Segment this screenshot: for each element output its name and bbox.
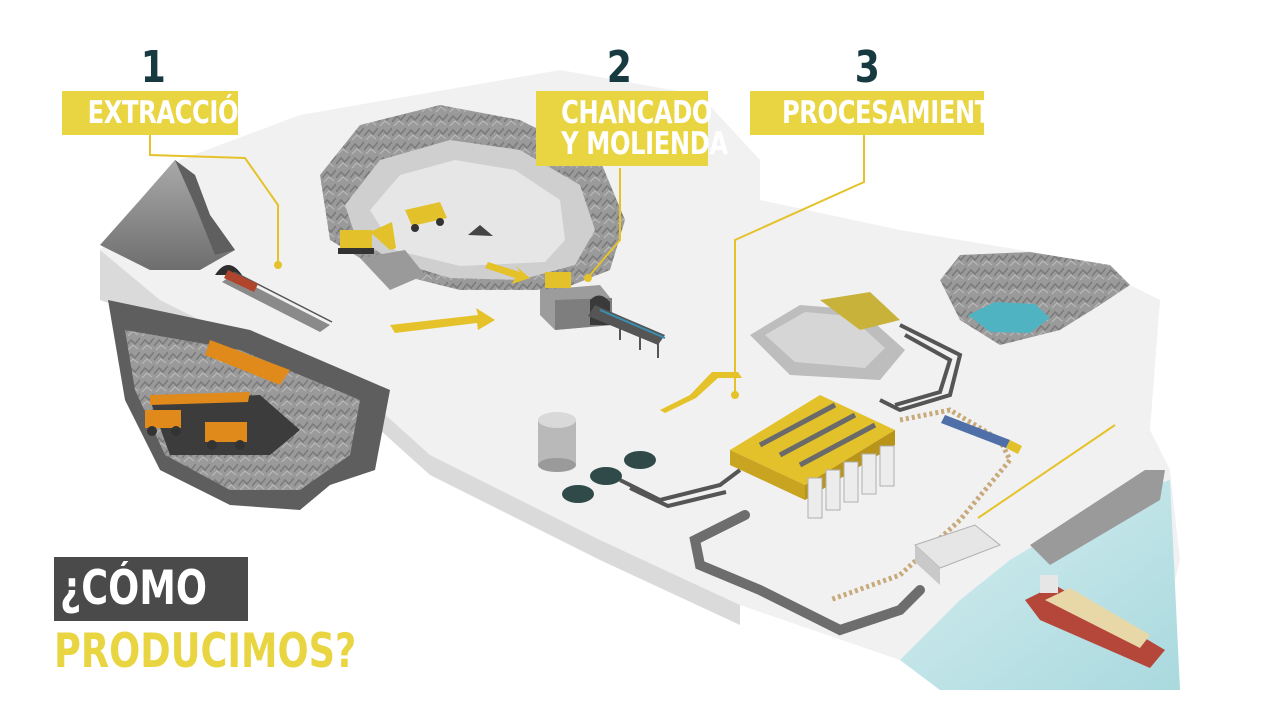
roads bbox=[689, 510, 925, 636]
step-1-label-line: EXTRACCIÓN bbox=[87, 95, 259, 131]
thickener-tanks bbox=[562, 451, 656, 503]
step-3-label-line: PROCESAMIENTO bbox=[781, 95, 1012, 131]
question-line-2-text: PRODUCIMOS? bbox=[54, 624, 357, 679]
step-1-label: EXTRACCIÓN bbox=[62, 91, 259, 135]
pipelines bbox=[619, 323, 963, 509]
crusher-icon bbox=[540, 272, 612, 330]
silo-icon bbox=[538, 412, 576, 472]
process-arrows bbox=[390, 262, 742, 413]
port-warehouse bbox=[914, 524, 1001, 585]
storage-tanks bbox=[807, 445, 895, 519]
step-3-number: 3 bbox=[854, 42, 880, 93]
step-2-number: 2 bbox=[606, 42, 632, 93]
step-2-label-line-2: Y MOLIENDA bbox=[561, 126, 728, 162]
question-line-2: PRODUCIMOS? bbox=[54, 621, 442, 683]
step-3-label: PROCESAMIENTO bbox=[750, 91, 1012, 135]
dump-truck-icon bbox=[405, 202, 447, 232]
train-icon bbox=[224, 270, 258, 292]
breakwater bbox=[1030, 470, 1165, 565]
question-line-1: ¿CÓMO bbox=[54, 557, 248, 621]
leader-lines bbox=[149, 130, 1116, 519]
step-2-label: CHANCADO Y MOLIENDA bbox=[536, 91, 728, 166]
question-line-1-text: ¿CÓMO bbox=[60, 561, 207, 616]
water-pit bbox=[940, 252, 1130, 345]
freight-train bbox=[941, 415, 1022, 454]
rail-line bbox=[829, 407, 1013, 603]
underground-mine-cutaway bbox=[108, 300, 390, 510]
ship-icon bbox=[1025, 575, 1165, 668]
open-pit-mine bbox=[320, 105, 625, 290]
conveyor-belt bbox=[588, 305, 666, 358]
excavator-icon bbox=[338, 222, 396, 254]
step-2-label-line-1: CHANCADO bbox=[561, 95, 713, 131]
step-1-number: 1 bbox=[140, 42, 166, 93]
heap-stockpile bbox=[750, 292, 905, 380]
